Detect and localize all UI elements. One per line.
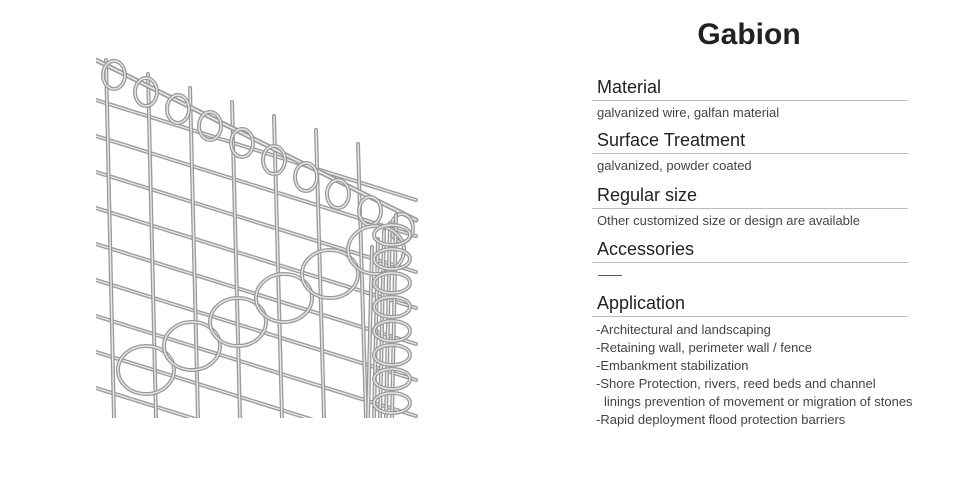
list-item: -Rapid deployment flood protection barri… (596, 412, 846, 427)
list-item: -Shore Protection, rivers, reed beds and… (596, 376, 876, 391)
spiral-coil (373, 272, 411, 294)
spiral-coil (163, 321, 221, 371)
spiral-coil (373, 248, 411, 270)
spec-heading-surface-treatment: Surface Treatment (592, 129, 908, 154)
gabion-product-image (96, 40, 426, 418)
wire-segment (105, 59, 115, 418)
spiral-coil (198, 111, 222, 141)
spiral-coil (373, 392, 411, 414)
spiral-coil (301, 249, 359, 299)
list-item: -Retaining wall, perimeter wall / fence (596, 340, 813, 355)
wire-segment (189, 87, 199, 418)
spec-value-surface-treatment: galvanized, powder coated (597, 158, 752, 173)
spec-heading-regular-size: Regular size (592, 184, 908, 209)
wire-segment (273, 115, 283, 418)
application-list: -Architectural and landscaping -Retainin… (592, 317, 913, 429)
spiral-coil (102, 60, 126, 90)
spec-accessories: Accessories (592, 238, 908, 276)
spec-material: Material galvanized wire, galfan materia… (592, 76, 908, 122)
list-item: -Architectural and landscaping (596, 322, 771, 337)
spiral-coil (326, 179, 350, 209)
wire-segment (96, 59, 417, 221)
list-item: linings prevention of movement or migrat… (604, 394, 913, 409)
spiral-coil (166, 94, 190, 124)
spec-value-material: galvanized wire, galfan material (597, 105, 780, 120)
wire-segment (96, 387, 195, 418)
spec-application: Application -Architectural and landscapi… (592, 292, 913, 429)
spiral-coil (373, 296, 411, 318)
gabion-wire-mesh-illustration (96, 57, 419, 418)
spec-surface-treatment: Surface Treatment galvanized, powder coa… (592, 129, 908, 175)
spec-heading-application: Application (592, 292, 908, 317)
spiral-coil (230, 128, 254, 158)
spiral-coil (134, 77, 158, 107)
spec-value-regular-size: Other customized size or design are avai… (597, 213, 861, 228)
list-item: -Embankment stabilization (596, 358, 749, 373)
spiral-coil (117, 345, 175, 395)
spiral-coil (209, 297, 267, 347)
spiral-coil (373, 320, 411, 342)
spiral-coil (255, 273, 313, 323)
wire-segment (147, 73, 157, 418)
wire-segment (96, 315, 417, 417)
spiral-coil (373, 224, 411, 246)
spiral-coil (262, 145, 286, 175)
wire-segment (96, 351, 310, 418)
spec-heading-material: Material (592, 76, 908, 101)
dash-line-icon (598, 275, 622, 276)
page-title: Gabion (697, 18, 801, 51)
spiral-coil (373, 368, 411, 390)
spiral-coil (373, 344, 411, 366)
spec-regular-size: Regular size Other customized size or de… (592, 184, 908, 230)
spiral-coil (294, 162, 318, 192)
spec-heading-accessories: Accessories (592, 238, 908, 263)
